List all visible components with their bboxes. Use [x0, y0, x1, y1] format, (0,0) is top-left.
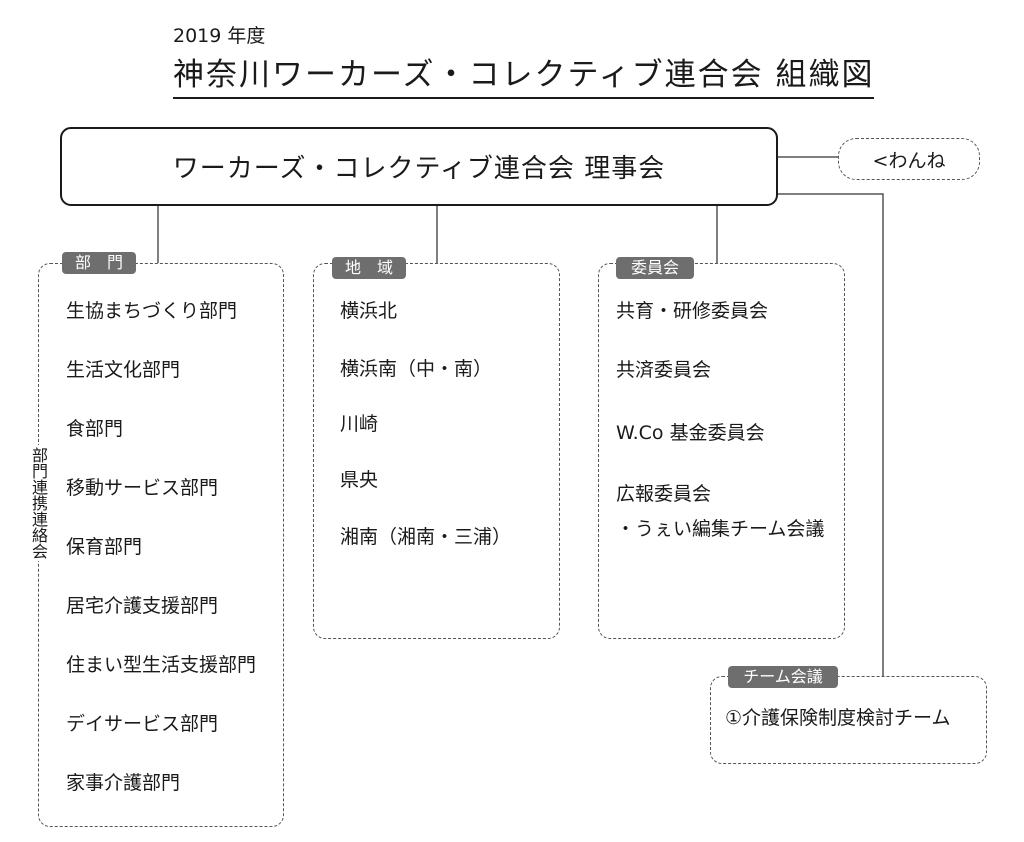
board-box: ワーカーズ・コレクティブ連合会 理事会	[60, 127, 778, 206]
department-item: 生協まちづくり部門	[66, 300, 238, 322]
external-org-box: <わんね	[838, 138, 980, 180]
connector-board-team	[778, 193, 884, 676]
area-item: 横浜北	[340, 300, 398, 322]
area-item: 湘南（湘南・三浦）	[340, 526, 512, 548]
committee-item: W.Co 基金委員会	[616, 422, 765, 444]
department-item: 家事介護部門	[66, 772, 181, 794]
committee-item: 共済委員会	[616, 359, 712, 381]
area-item: 横浜南（中・南）	[340, 358, 493, 380]
area-item: 県央	[340, 469, 379, 491]
external-org-label: <わんね	[872, 149, 946, 172]
year-label: 2019 年度	[173, 25, 266, 47]
areas-tag: 地 域	[332, 257, 406, 279]
department-item: 住まい型生活支援部門	[66, 654, 257, 676]
team-tag: チーム会議	[728, 666, 838, 688]
committee-item: 広報委員会	[616, 483, 712, 505]
team-item: ①介護保険制度検討チーム	[725, 707, 951, 729]
team-box	[710, 676, 987, 764]
department-item: 生活文化部門	[66, 359, 181, 381]
department-item: 食部門	[66, 418, 124, 440]
page-title: 神奈川ワーカーズ・コレクティブ連合会 組織図	[173, 56, 875, 99]
department-item: 居宅介護支援部門	[66, 595, 219, 617]
area-item: 川崎	[340, 413, 379, 435]
department-item: 保育部門	[66, 536, 143, 558]
department-item: デイサービス部門	[66, 713, 219, 735]
committee-item: ・うぇい編集チーム会議	[616, 518, 825, 540]
committees-tag: 委員会	[616, 257, 694, 279]
areas-box	[313, 263, 560, 639]
departments-tag: 部 門	[62, 252, 136, 274]
department-item: 移動サービス部門	[66, 477, 219, 499]
committee-item: 共育・研修委員会	[616, 300, 769, 322]
committees-box	[598, 263, 845, 639]
board-label: ワーカーズ・コレクティブ連合会 理事会	[172, 154, 666, 184]
dept-liaison-label: 部門連携連絡会	[24, 445, 48, 561]
